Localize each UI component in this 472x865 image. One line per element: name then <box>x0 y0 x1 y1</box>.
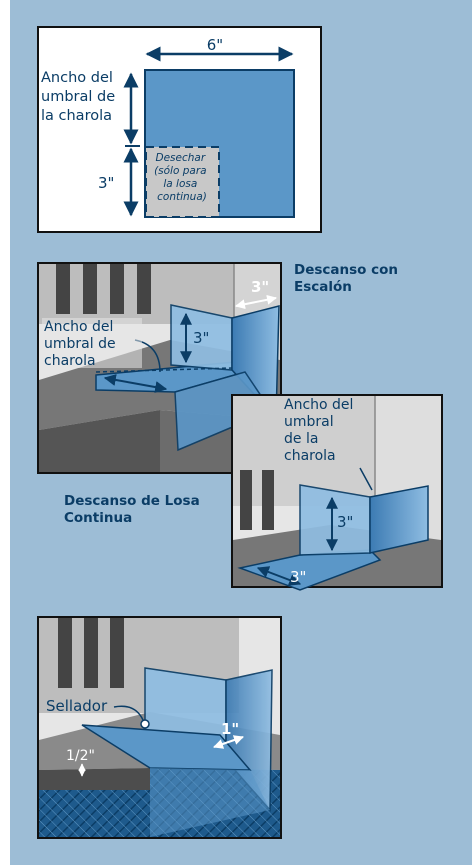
slab-side-flap <box>369 485 429 554</box>
step-title-line-2: Escalón <box>294 279 352 295</box>
right-sill-line-2: umbral <box>284 414 334 430</box>
slab-bottom-arrow <box>256 566 302 586</box>
sill-dim-arrow <box>103 374 168 393</box>
right-sill-line-1: Ancho del <box>284 397 353 413</box>
discard-line-4: continua) <box>157 191 207 203</box>
sealant-leader <box>113 705 144 721</box>
sealant-bead <box>140 719 150 729</box>
fold-line <box>95 367 233 373</box>
left-top-dim-label: 3" <box>251 278 269 296</box>
right-bottom-dim-label: 3" <box>290 568 306 586</box>
b-stud-1 <box>58 618 72 688</box>
discard-line-3: la losa <box>163 178 197 190</box>
sill-width-line-3: la charola <box>41 108 112 124</box>
discard-note: Desechar (sólo para la losa continua) <box>154 152 210 203</box>
bottom-curb-face <box>39 768 150 790</box>
r-sill-leader <box>359 467 373 491</box>
stud-2 <box>83 264 97 314</box>
right-sill-label: Ancho del umbral de la charola <box>284 397 358 464</box>
discard-line-1: Desechar <box>156 152 206 164</box>
label-backdrop <box>42 318 142 368</box>
panel-middle-right: 3" 3" Ancho del umbral de la charola <box>231 394 443 591</box>
sill-width-line-2: umbral de <box>41 89 115 105</box>
sealant-label: Sellador <box>46 697 108 715</box>
right-vertical-dim-label: 3" <box>337 513 353 531</box>
sill-width-line-1: Ancho del <box>41 70 113 86</box>
left-sill-line-1: Ancho del <box>44 319 113 335</box>
right-sill-line-4: charola <box>284 448 336 464</box>
stud-3 <box>110 264 124 314</box>
height-dimension-label: 3" <box>98 174 114 192</box>
b-stud-2 <box>84 618 98 688</box>
bottom-flashing-front <box>150 768 270 837</box>
b-stud-3 <box>110 618 124 688</box>
left-sill-label: Ancho del umbral de charola <box>44 319 120 369</box>
panel-bottom: Sellador 1" 1/2" <box>37 616 282 839</box>
slab-back-flap <box>299 484 371 556</box>
slab-title-line-1: Descanso de Losa <box>64 493 200 509</box>
step-landing-title: Descanso con Escalón <box>294 262 403 295</box>
right-sill-line-3: de la <box>284 431 318 447</box>
step-dim-label: 1/2" <box>66 748 95 764</box>
overlap-arrow <box>213 735 244 749</box>
step-title-line-1: Descanso con <box>294 262 398 278</box>
overlap-dim-label: 1" <box>221 720 239 738</box>
curb-face <box>39 410 160 472</box>
slab-landing-title: Descanso de Losa Continua <box>64 493 204 526</box>
panel-top: 6" Ancho del umbral de la charola 3" Des… <box>37 26 322 233</box>
left-sill-line-3: charola <box>44 353 96 369</box>
stud-1 <box>56 264 70 314</box>
mesh-front <box>39 790 150 837</box>
left-sill-line-2: umbral de <box>44 336 116 352</box>
stud-4 <box>137 264 151 314</box>
sill-width-label: Ancho del umbral de la charola <box>41 70 120 124</box>
stud-r1 <box>240 470 252 530</box>
stud-r2 <box>262 470 274 530</box>
slab-title-line-2: Continua <box>64 510 132 526</box>
discard-line-2: (sólo para <box>154 165 207 177</box>
width-dimension-label: 6" <box>207 36 223 54</box>
top-dim-arrow <box>235 294 277 310</box>
discard-box <box>145 146 220 218</box>
left-vertical-dim-label: 3" <box>193 329 209 347</box>
